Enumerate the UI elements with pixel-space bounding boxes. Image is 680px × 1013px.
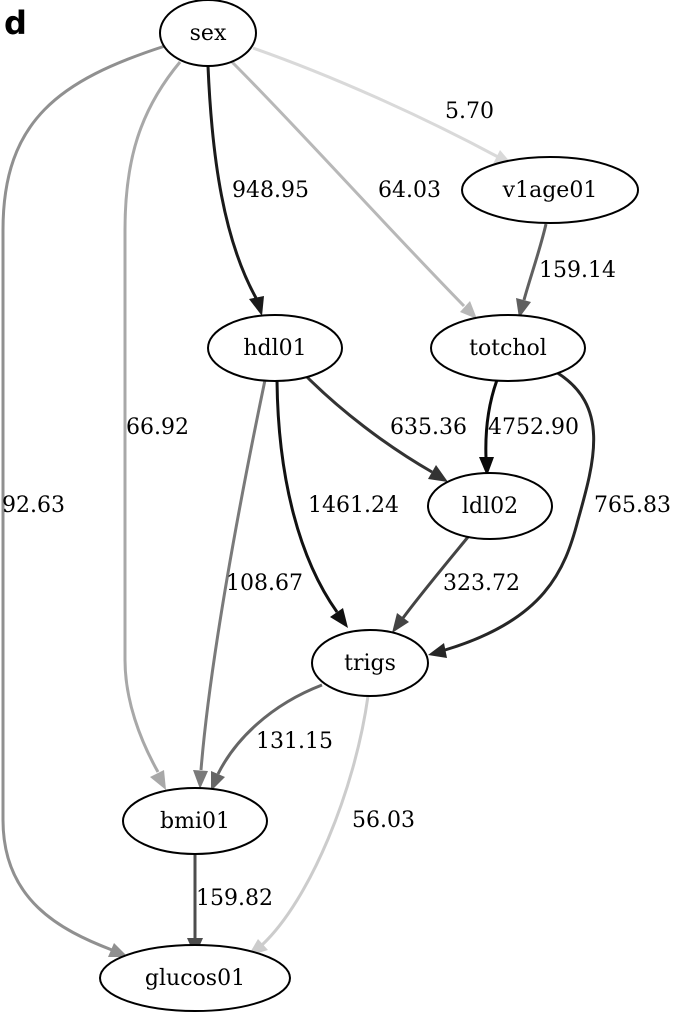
edge-label-hdl01-trigs: 1461.24 [308, 493, 399, 518]
edge-label-v1age01-totchol: 159.14 [539, 258, 616, 283]
node-bmi01: bmi01 [122, 787, 268, 855]
arrowhead-bmi01-from-trigs [211, 771, 225, 791]
node-label-totchol: totchol [469, 336, 547, 361]
arrowhead-glucos01-from-sex [108, 943, 128, 957]
node-label-sex: sex [190, 21, 227, 46]
edge-sex-glucos01 [1, 44, 166, 952]
edge-label-ldl02-trigs: 323.72 [443, 571, 520, 596]
edge-hdl01-trigs [275, 379, 339, 613]
edge-label-bmi01-glucos01: 159.82 [196, 886, 273, 911]
edge-sex-totchol [230, 60, 466, 308]
node-sex: sex [159, 0, 257, 67]
arrowhead-ldl02-from-hdl01 [428, 465, 448, 482]
arrowhead-trigs-from-ldl02 [392, 613, 409, 633]
edge-label-trigs-bmi01: 131.15 [256, 729, 333, 754]
edge-totchol-trigs [444, 370, 596, 652]
node-label-trigs: trigs [344, 651, 396, 676]
edge-sex-hdl01 [206, 65, 258, 299]
edges: 5.70 948.95 64.03 66.92 92.63 159.14 635… [1, 44, 671, 957]
edge-label-sex-glucos01: 92.63 [2, 493, 65, 518]
node-label-v1age01: v1age01 [502, 178, 598, 203]
edge-sex-bmi01 [123, 61, 182, 773]
nodes: sex v1age01 hdl01 totchol ldl02 trigs bm… [99, 0, 639, 1012]
node-glucos01: glucos01 [99, 944, 291, 1012]
node-hdl01: hdl01 [207, 314, 343, 382]
edge-label-hdl01-ldl02: 635.36 [390, 415, 467, 440]
edge-label-trigs-glucos01: 56.03 [352, 808, 415, 833]
node-trigs: trigs [311, 629, 429, 697]
arrowhead-totchol-from-v1age01 [516, 298, 531, 318]
node-ldl02: ldl02 [427, 472, 553, 540]
edge-trigs-bmi01 [216, 683, 323, 775]
node-v1age01: v1age01 [461, 156, 639, 224]
edge-trigs-glucos01 [260, 695, 370, 947]
edge-ldl02-trigs [401, 536, 470, 619]
edge-label-hdl01-bmi01: 108.67 [226, 571, 303, 596]
arrowhead-totchol-from-sex [460, 301, 477, 319]
edge-totchol-ldl02 [484, 379, 499, 459]
arrowhead-trigs-from-hdl01 [330, 608, 348, 628]
edge-label-totchol-trigs: 765.83 [594, 493, 671, 518]
edge-hdl01-bmi01 [199, 379, 267, 771]
arrowhead-trigs-from-totchol [428, 643, 447, 658]
edge-label-sex-hdl01: 948.95 [232, 178, 309, 203]
arrowhead-ldl02-from-totchol [479, 457, 494, 476]
node-label-hdl01: hdl01 [243, 336, 306, 361]
node-totchol: totchol [430, 314, 586, 382]
arrowhead-bmi01-from-hdl01 [193, 770, 208, 789]
node-label-bmi01: bmi01 [160, 809, 230, 834]
node-label-ldl02: ldl02 [462, 494, 518, 519]
node-label-glucos01: glucos01 [145, 966, 245, 991]
edge-label-sex-bmi01: 66.92 [126, 415, 189, 440]
edge-label-totchol-ldl02: 4752.90 [488, 415, 579, 440]
panel-label: d [4, 4, 27, 42]
edge-hdl01-ldl02 [304, 374, 433, 474]
edge-sex-v1age01 [252, 46, 501, 160]
edge-label-sex-v1age01: 5.70 [445, 99, 494, 124]
arrowhead-hdl01 [249, 296, 264, 316]
edge-v1age01-totchol [522, 223, 548, 301]
arrowhead-bmi01-from-sex [150, 770, 166, 790]
edge-label-sex-totchol: 64.03 [378, 178, 441, 203]
